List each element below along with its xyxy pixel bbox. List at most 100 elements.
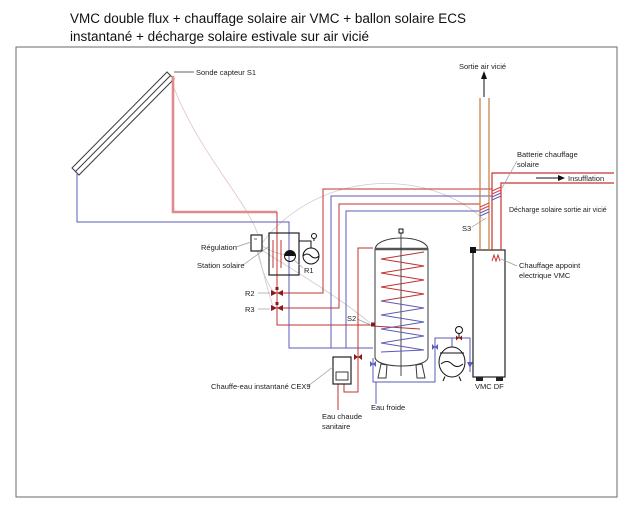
battery1-supply xyxy=(277,188,492,294)
b2-hatch-r1 xyxy=(479,202,490,208)
label-insufflation: Insufflation xyxy=(568,174,604,183)
regulation-pointer xyxy=(235,241,252,248)
pressure-gauge xyxy=(455,326,463,334)
vmc-foot-right xyxy=(496,377,503,381)
tank-coil-cold xyxy=(380,300,425,353)
exhaust-arrow-head xyxy=(481,71,487,79)
diagram-frame xyxy=(15,46,618,498)
dhw-supply-pipe xyxy=(343,247,373,393)
valve-r3 xyxy=(271,302,283,311)
label-batterie-2: solaire xyxy=(517,160,539,169)
station-solaire-box xyxy=(268,232,300,276)
battery-circuits xyxy=(277,188,492,348)
control-wire-r3 xyxy=(257,250,274,307)
cex9-body xyxy=(332,356,352,385)
appoint-pointer xyxy=(500,258,518,267)
label-station-solaire: Station solaire xyxy=(197,261,245,270)
cold-valve-vessel-r xyxy=(435,344,438,350)
valve-r3-knob xyxy=(275,302,279,305)
r1-pointer xyxy=(293,259,304,269)
pump-rotor xyxy=(284,250,296,256)
valve-r3-right xyxy=(277,305,283,311)
dhw-vessel-membrane xyxy=(440,361,464,367)
safety-valve-l xyxy=(456,335,459,341)
cold-loop xyxy=(372,343,436,383)
sensor-wire-s3 xyxy=(261,183,485,244)
b1-hatch-b1 xyxy=(491,192,502,198)
supply-duct xyxy=(491,172,614,250)
label-vmc-df: VMC DF xyxy=(475,382,504,391)
dhw-circuit xyxy=(337,247,373,410)
dhw-valve xyxy=(354,354,362,360)
supply-duct-top xyxy=(491,172,614,250)
label-chauffage-appoint-2: electrique VMC xyxy=(519,271,571,280)
battery-decharge-solaire xyxy=(479,202,490,217)
label-chauffage-appoint-1: Chauffage appoint xyxy=(519,261,581,270)
vmc-foot-left xyxy=(476,377,483,381)
safety-group xyxy=(455,326,463,341)
solar-expansion-vessel xyxy=(299,233,320,265)
dhw-expansion-vessel xyxy=(438,346,466,382)
vmc-df-unit xyxy=(470,247,506,381)
page-title-line1: VMC double flux + chauffage solaire air … xyxy=(70,11,466,26)
sensor-wire-s2 xyxy=(259,248,371,324)
label-eau-chaude-2: sanitaire xyxy=(322,422,350,431)
regulation-box xyxy=(250,234,263,252)
exhaust-duct xyxy=(479,71,490,250)
battery2-return xyxy=(345,210,480,348)
dhw-vessel-body xyxy=(438,346,466,378)
control-wire-r1 xyxy=(261,245,286,256)
b1-hatch-b2 xyxy=(491,195,502,201)
supply-duct-bottom xyxy=(500,182,614,250)
b2-hatch-b2 xyxy=(479,211,490,217)
valve-r3-left xyxy=(271,305,277,311)
battery1-return xyxy=(330,195,492,348)
label-r1: R1 xyxy=(304,266,314,275)
drain-arrow xyxy=(467,362,473,368)
station-pointer xyxy=(242,246,269,266)
cold-water-circuit xyxy=(370,337,473,404)
valve-r2-knob xyxy=(275,287,279,290)
solar-collector xyxy=(71,71,175,176)
cex9-pointer xyxy=(307,366,334,387)
electric-heater-element xyxy=(491,253,501,263)
label-decharge-solaire: Décharge solaire sortie air vicié xyxy=(509,207,607,214)
dhw-vessel-foot-l xyxy=(442,376,446,382)
label-s3: S3 xyxy=(462,224,471,233)
solar-primary-circuit xyxy=(76,76,421,349)
valve-r2 xyxy=(271,287,283,296)
s2-pointer xyxy=(356,318,372,326)
cold-valve-tank-l xyxy=(370,361,373,367)
station-solaire xyxy=(268,232,300,276)
tank-coil-inlet xyxy=(372,325,421,330)
tank-coil-hot xyxy=(380,251,425,302)
label-sortie-air-vicie: Sortie air vicié xyxy=(459,62,506,71)
valve-r2-left xyxy=(271,290,277,296)
label-r2: R2 xyxy=(245,289,255,298)
control-wire-r2 xyxy=(256,250,274,292)
cold-valve-vessel-l xyxy=(432,344,435,350)
b1-hatch-r1 xyxy=(491,186,502,192)
cold-valve-vessel xyxy=(432,344,438,350)
tank-foot-right xyxy=(415,363,426,379)
label-eau-froide: Eau froide xyxy=(371,403,405,412)
valve-r2-right xyxy=(277,290,283,296)
safety-valve-icon xyxy=(311,233,317,239)
batterie-pointer xyxy=(501,160,518,189)
label-s2: S2 xyxy=(347,314,356,323)
cex9-panel xyxy=(335,371,349,381)
cold-valve-tank-r xyxy=(373,361,376,367)
page-title-line2: instantané + décharge solaire estivale s… xyxy=(70,29,369,44)
b2-hatch-b1 xyxy=(479,208,490,214)
pump-r1 xyxy=(284,250,296,262)
s3-pointer xyxy=(471,217,487,228)
solar-return-pipe xyxy=(76,173,373,349)
solar-supply-pipe xyxy=(171,76,277,214)
instant-water-heater-cex9 xyxy=(332,356,352,385)
s2-sensor-pocket xyxy=(371,322,375,327)
cold-valve-tank xyxy=(370,361,376,367)
sensor-wires xyxy=(170,79,485,324)
insufflation-arrow-head xyxy=(558,175,565,181)
